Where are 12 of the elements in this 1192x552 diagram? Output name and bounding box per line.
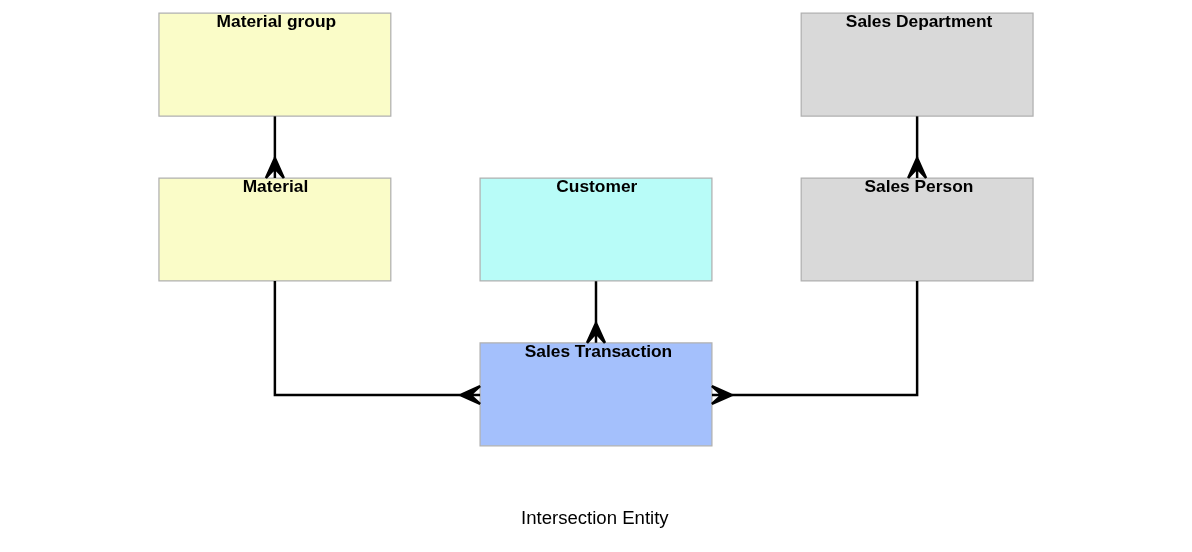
node-box: Sales Transaction bbox=[479, 342, 713, 447]
connector bbox=[273, 280, 482, 406]
connector bbox=[710, 280, 919, 406]
node-box: Sales Person bbox=[800, 177, 1034, 282]
node-box: Customer bbox=[479, 177, 713, 282]
connector bbox=[264, 116, 286, 180]
connector bbox=[906, 116, 928, 180]
node-label: Intersection Entity bbox=[520, 506, 669, 528]
node-box: Material bbox=[158, 177, 392, 282]
node-box: Material group bbox=[158, 12, 392, 117]
connector bbox=[585, 281, 607, 345]
node-box: Sales Department bbox=[800, 12, 1034, 117]
